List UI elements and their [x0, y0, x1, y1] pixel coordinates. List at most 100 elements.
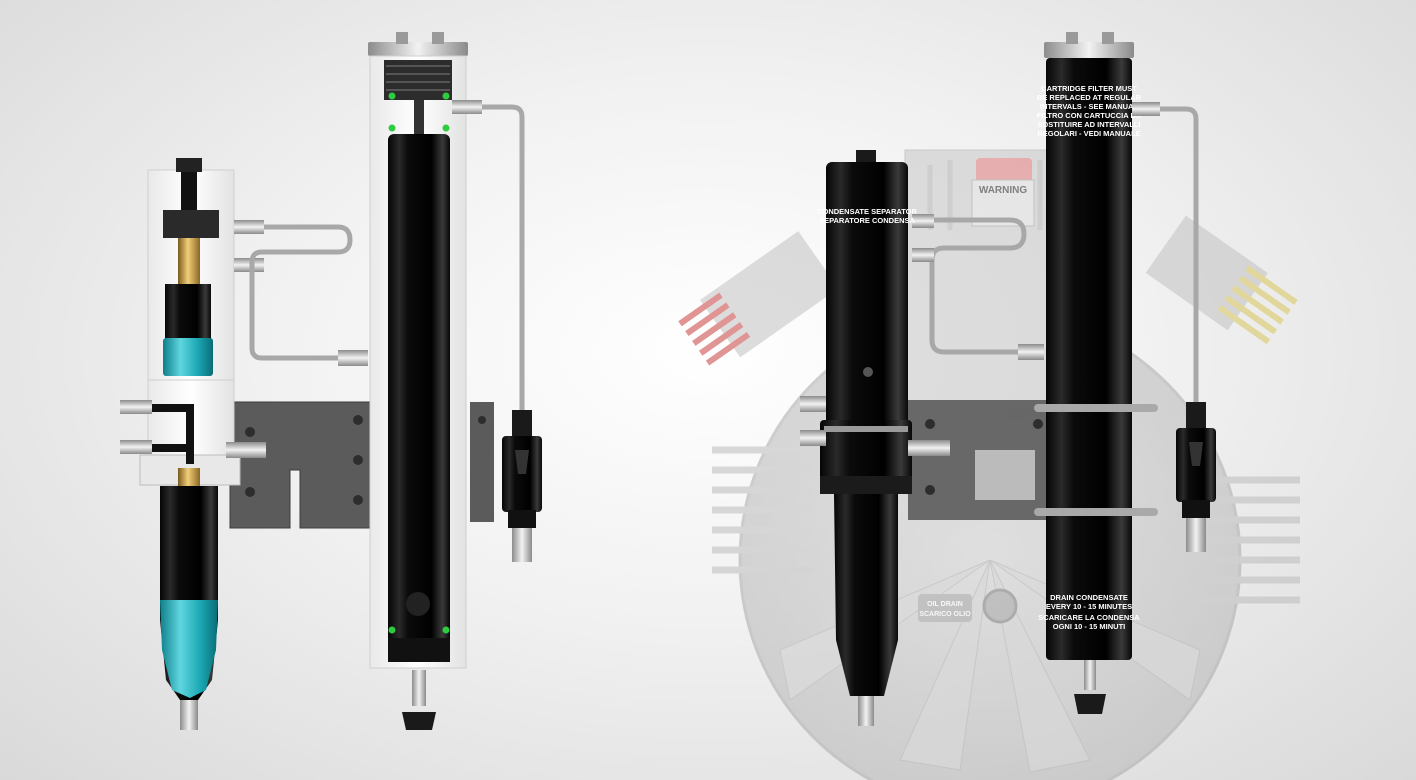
filter-center-tube: [414, 100, 424, 134]
clamp-ring: [1034, 508, 1158, 516]
steel-tube: [912, 217, 1030, 355]
steel-tube: [482, 104, 525, 412]
left-cylinder: [678, 231, 839, 366]
separator-upper-bowl: [165, 284, 211, 340]
condensate-separator-body: [826, 162, 908, 462]
separator-port: [863, 367, 873, 377]
separator-lower-bowl: [834, 494, 898, 696]
filter-drain-valve: [412, 670, 426, 706]
inlet-fitting: [800, 396, 826, 412]
drain-notice-line: DRAIN CONDENSATE: [1050, 593, 1128, 602]
separator-collar: [820, 420, 912, 494]
teal-bowl-lower: [160, 600, 218, 698]
bracket-bolt: [353, 415, 363, 425]
assembled-view: CONDENSATE SEPARATOR SEPARATORE CONDENSA…: [800, 32, 1216, 726]
tube-fitting: [912, 214, 934, 228]
bracket-bolt: [245, 427, 255, 437]
drain-notice-line: EVERY 10 - 15 MINUTES: [1046, 602, 1132, 611]
filter-drain-valve: [1084, 660, 1096, 690]
back-pressure-valve-top: [1186, 402, 1206, 430]
bracket-bolt: [478, 416, 486, 424]
cap-bolt: [1066, 32, 1078, 44]
drain-fitting-lower: [180, 700, 198, 730]
tube-fitting: [452, 100, 482, 114]
cartridge-notice-line: CARTRIDGE FILTER MUST: [1041, 84, 1137, 93]
bracket-bolt: [353, 455, 363, 465]
bracket-bolt: [1033, 419, 1043, 429]
valve-lower-body: [508, 510, 536, 528]
valve-sight-glass: [1189, 442, 1203, 466]
cap-bolt: [396, 32, 408, 44]
bracket-bolt: [925, 419, 935, 429]
filter-top-cap: [368, 42, 468, 56]
bracket-bolt: [353, 495, 363, 505]
valve-outlet-fitting: [1186, 518, 1206, 552]
cap-bolt: [1102, 32, 1114, 44]
separator-label-line: CONDENSATE SEPARATOR: [817, 207, 917, 216]
knurled-ring: [820, 476, 912, 494]
separator-drain-fitting: [858, 696, 874, 726]
cutaway-view: [120, 32, 542, 730]
tube-fitting: [1132, 102, 1160, 116]
intercooler-coil-right: [1190, 476, 1300, 604]
cartridge-check-ball: [406, 592, 430, 616]
teal-bowl-upper: [163, 338, 213, 376]
clamp-ring: [1034, 404, 1158, 412]
drain-knob: [402, 712, 436, 730]
valve-outlet-fitting: [512, 528, 532, 562]
back-pressure-valve-top: [512, 410, 532, 438]
cartridge-filter-housing: [1046, 58, 1132, 660]
valve-sight-glass: [515, 450, 529, 474]
bracket-bolt: [245, 487, 255, 497]
drain-notice-line: OGNI 10 - 15 MINUTI: [1053, 622, 1126, 631]
inlet-fitting: [120, 400, 152, 414]
tube-fitting: [234, 258, 264, 272]
internal-passage: [186, 404, 194, 464]
valve-lower-body: [1182, 500, 1210, 518]
outlet-fitting: [226, 442, 266, 458]
filter-cartridge: [388, 134, 450, 654]
o-ring-seals: [388, 92, 450, 634]
internal-passage: [152, 404, 194, 412]
inlet-fitting: [800, 430, 826, 446]
drain-knob: [1074, 694, 1106, 714]
separator-valve-stem: [181, 172, 197, 210]
steel-tube: [249, 224, 353, 361]
tube-fitting: [234, 220, 264, 234]
cartridge-base: [388, 638, 450, 662]
separator-top-knob: [856, 150, 876, 164]
oil-drain-plug: [982, 588, 1018, 624]
bracket-bolt: [925, 485, 935, 495]
tube-fitting: [338, 350, 368, 366]
separator-inner-chamber: [163, 210, 219, 238]
intercooler-coil-left: [712, 446, 812, 574]
separator-clamp-band: [824, 426, 908, 432]
inlet-fitting: [120, 440, 152, 454]
outlet-fitting: [908, 440, 950, 456]
tube-fitting: [1018, 344, 1044, 360]
warning-text: WARNING: [979, 185, 1028, 196]
oil-drain-label: SCARICO OLIO: [919, 611, 971, 618]
tube-fitting: [912, 248, 934, 262]
drain-notice-line: SCARICARE LA CONDENSA: [1038, 613, 1140, 622]
thread-lines: [386, 65, 450, 91]
cap-bolt: [432, 32, 444, 44]
cartridge-notice-line: SOSTITUIRE AD INTERVALLI: [1037, 120, 1140, 129]
internal-passage: [152, 444, 192, 452]
cartridge-notice-line: REGOLARI - VEDI MANUALE: [1037, 129, 1140, 138]
separator-top-knob: [176, 158, 202, 172]
mounting-bracket: [229, 401, 373, 529]
brass-valve-upper: [178, 238, 200, 284]
cartridge-notice-line: BE REPLACED AT REGULAR: [1037, 93, 1142, 102]
cartridge-notice-line: FILTRO CON CARTUCCIA DA: [1037, 111, 1142, 120]
oil-drain-badge: [918, 594, 972, 622]
cartridge-notice: CARTRIDGE FILTER MUST BE REPLACED AT REG…: [1037, 84, 1142, 138]
filter-top-cap: [1044, 42, 1134, 58]
oil-drain-label: OIL DRAIN: [927, 601, 963, 608]
steel-tube: [1160, 106, 1199, 404]
cartridge-notice-line: INTERVALS - SEE MANUAL: [1040, 102, 1138, 111]
bracket-cutout: [975, 450, 1035, 500]
separator-label-line: SEPARATORE CONDENSA: [819, 216, 915, 225]
